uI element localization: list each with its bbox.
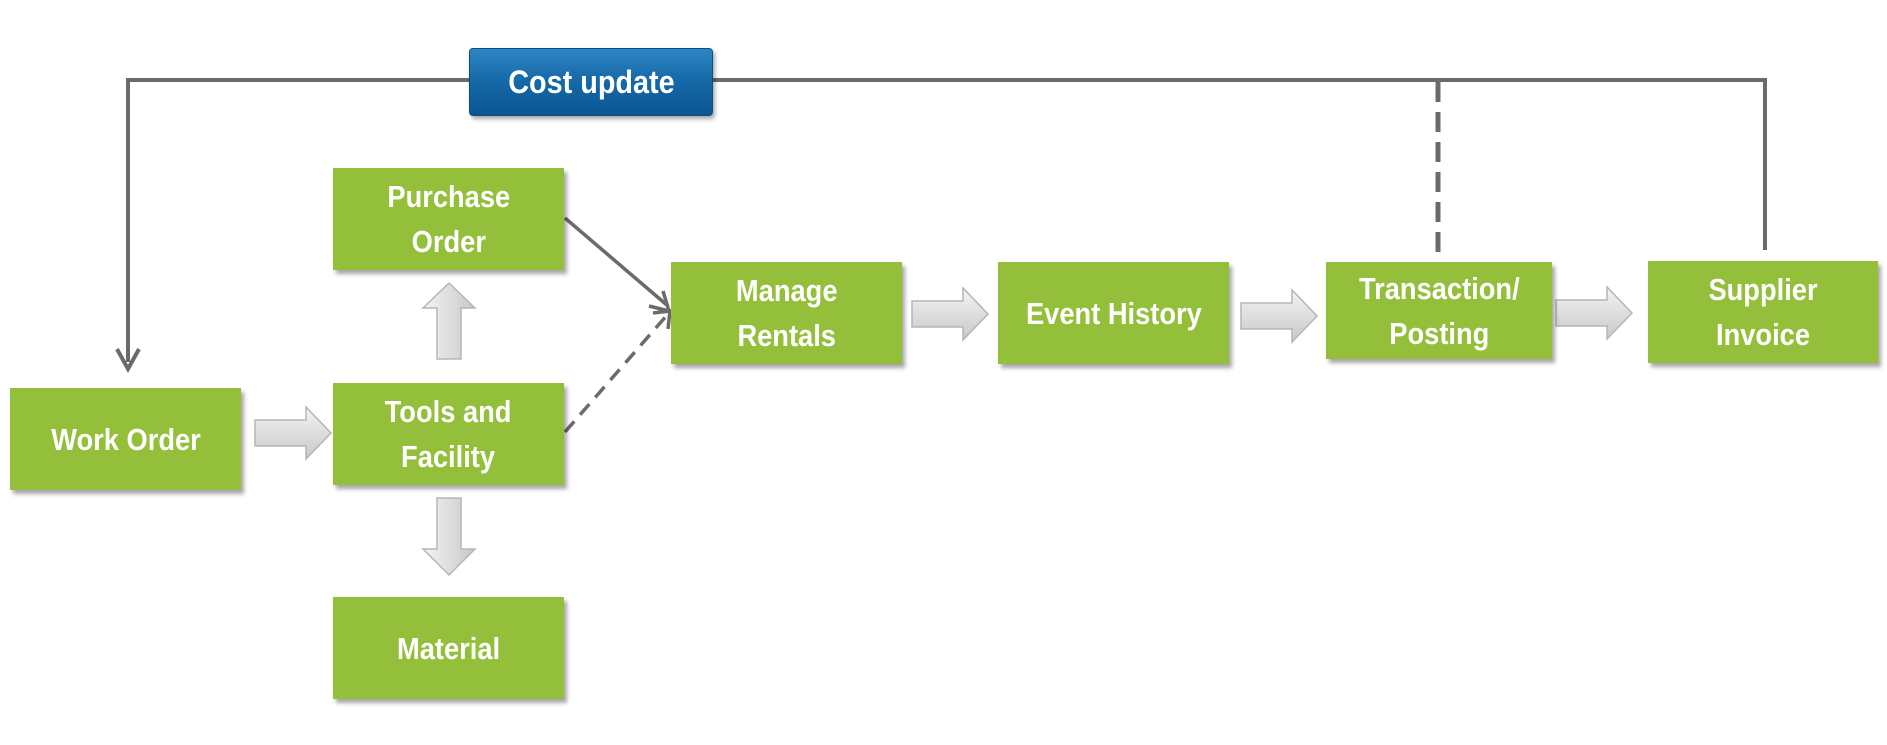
block-arrow-tools-purchase xyxy=(421,281,477,360)
node-tools-facility-label: Tools and Facility xyxy=(385,394,512,474)
node-tools-facility: Tools and Facility xyxy=(333,383,564,485)
node-material: Material xyxy=(333,597,564,699)
node-purchase-order-label: Purchase Order xyxy=(387,179,510,259)
tools-to-rentals-arrowhead xyxy=(652,309,672,330)
tools-to-rentals-dashed-connector xyxy=(563,312,670,434)
node-work-order-label: Work Order xyxy=(50,421,201,457)
block-arrow-transaction-supplier xyxy=(1555,285,1634,341)
block-arrow-tools-material xyxy=(421,497,477,577)
node-supplier-invoice: Supplier Invoice xyxy=(1648,261,1878,363)
node-work-order: Work Order xyxy=(10,388,241,490)
block-arrow-rentals-event xyxy=(911,286,990,342)
cost-update-feedback-line xyxy=(126,78,1767,362)
node-manage-rentals: Manage Rentals xyxy=(671,262,902,364)
block-arrow-event-transaction xyxy=(1240,288,1319,344)
node-purchase-order: Purchase Order xyxy=(333,168,564,270)
block-arrow-workorder-tools xyxy=(254,405,333,461)
node-manage-rentals-label: Manage Rentals xyxy=(735,273,838,353)
node-transaction-posting-label: Transaction/ Posting xyxy=(1358,270,1520,351)
node-event-history: Event History xyxy=(998,262,1229,364)
cost-update-label: Cost update xyxy=(469,48,713,116)
node-transaction-posting: Transaction/ Posting xyxy=(1326,262,1552,359)
node-material-label: Material xyxy=(396,630,501,666)
feedback-arrowhead xyxy=(115,348,141,374)
purchase-to-rentals-connector xyxy=(563,216,670,308)
node-event-history-label: Event History xyxy=(1025,295,1202,331)
node-supplier-invoice-label: Supplier Invoice xyxy=(1708,272,1818,352)
